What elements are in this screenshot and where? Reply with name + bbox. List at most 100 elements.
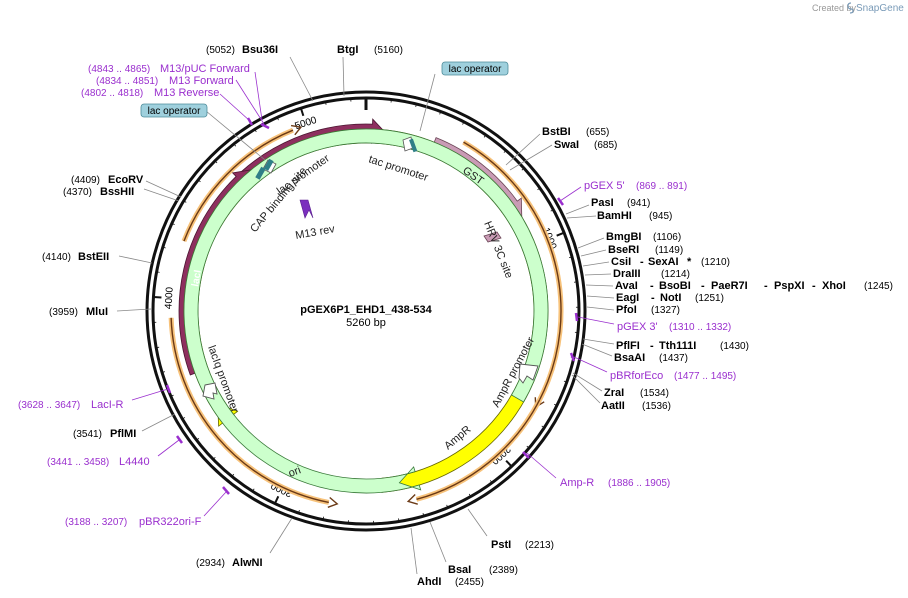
major-tick: [153, 296, 162, 299]
site-csii[interactable]: CsiI - SexAI * (1210): [582, 256, 730, 268]
m13-rev-label: M13 rev: [294, 223, 336, 242]
primer-mark-m13r: [246, 117, 254, 126]
minor-tick: [322, 516, 325, 520]
site-bsshii[interactable]: (4370) BssHII: [63, 186, 180, 202]
site-zrai[interactable]: ZraI (1534): [572, 372, 669, 399]
site-ecorv[interactable]: (4409) EcoRV: [71, 174, 182, 198]
site-bmgbi-name: BmgBI: [606, 231, 641, 243]
site-alwni-name: AlwNI: [232, 557, 263, 569]
primer-ampr[interactable]: Amp-R (1886 .. 1905): [522, 451, 670, 489]
site-bseri[interactable]: BseRI (1149): [580, 244, 683, 257]
primer-pbr322-name: pBR322ori-F: [139, 516, 202, 528]
minor-tick: [468, 493, 472, 497]
site-bsobi-name: BsoBI: [659, 280, 691, 292]
primer-pgex5[interactable]: pGEX 5' (869 .. 891): [556, 180, 687, 206]
hrv-site-label: HRV 3C site: [481, 220, 515, 280]
site-bstbi[interactable]: BstBI (655): [505, 126, 609, 166]
primer-l4440-name: L4440: [119, 456, 150, 468]
tick-label-5000: 5000: [294, 115, 319, 132]
site-ahdi[interactable]: AhdI (2455): [410, 527, 484, 588]
site-eagi[interactable]: EagI - NotI (1251): [586, 292, 724, 304]
site-pflmi[interactable]: (3541) PflMI: [73, 413, 176, 440]
primer-l4440[interactable]: (3441 .. 3458) L4440: [47, 435, 184, 468]
site-avai-sep1: -: [650, 280, 654, 292]
highlight-ampr: [416, 399, 541, 501]
site-bsshii-pos: (4370): [63, 187, 92, 198]
primer-pgex3[interactable]: pGEX 3' (1310 .. 1332): [574, 312, 731, 333]
site-bsu36i[interactable]: (5052) Bsu36I: [206, 44, 314, 102]
site-psti[interactable]: PstI (2213): [467, 508, 554, 551]
site-bsaai-pos: (1437): [659, 353, 688, 364]
site-alwni[interactable]: (2934) AlwNI: [196, 517, 293, 569]
primer-m13-forward[interactable]: (4834 .. 4851) M13 Forward: [96, 75, 265, 125]
site-aatii[interactable]: AatII (1536): [571, 374, 671, 412]
site-draiii[interactable]: DraIII (1214): [584, 268, 690, 280]
backbone-outer: [145, 90, 587, 532]
primer-m13-reverse[interactable]: (4802 .. 4818) M13 Reverse: [81, 87, 251, 122]
site-avai[interactable]: AvaI - BsoBI - PaeR7I - PspXI - XhoI (12…: [585, 280, 893, 292]
highlight-laci: [170, 317, 329, 504]
hrv-site-feature[interactable]: [483, 231, 502, 243]
minor-tick: [550, 209, 554, 212]
primer-pbrforeco[interactable]: pBRforEco (1477 .. 1495): [569, 352, 736, 382]
highlight-ampr-head: [406, 494, 418, 505]
lac-promoter-feature[interactable]: [255, 158, 277, 180]
site-ecorv-name: EcoRV: [108, 174, 144, 186]
laciq-promoter-feature[interactable]: [202, 382, 218, 400]
site-bsteii[interactable]: (4140) BstEII: [42, 251, 153, 264]
major-tick: [299, 107, 305, 117]
highlight-lacza-head: [290, 124, 303, 136]
minor-tick: [503, 150, 507, 153]
lac-operator-top-label: lac operator: [449, 64, 502, 75]
site-mlui[interactable]: (3959) MluI: [49, 306, 152, 318]
site-bsaai[interactable]: BsaAI (1437): [581, 343, 688, 364]
ampr-promoter-feature[interactable]: [518, 363, 539, 384]
site-pasi-name: PasI: [591, 197, 614, 209]
minor-tick: [439, 111, 442, 115]
primer-laci-r[interactable]: (3628 .. 3647) LacI-R: [18, 384, 172, 411]
major-tick: [505, 459, 513, 468]
minor-tick: [197, 179, 201, 183]
site-noti-name: NotI: [660, 292, 681, 304]
site-pfoi-name: PfoI: [616, 304, 637, 316]
minor-tick: [541, 425, 545, 428]
plasmid-size: 5260 bp: [346, 317, 386, 329]
tac-promoter-feature[interactable]: [402, 136, 418, 153]
minor-tick: [171, 222, 175, 225]
site-btgi[interactable]: BtgI (5160): [337, 44, 403, 97]
site-swai[interactable]: SwaI (685): [509, 139, 617, 171]
primer-m13r-name: M13 Reverse: [154, 87, 219, 99]
site-csii-sep: -: [640, 256, 644, 268]
site-pasi-pos: (941): [627, 198, 650, 209]
minor-tick: [196, 437, 200, 441]
primer-mark-m13f: [260, 122, 270, 130]
site-psti-name: PstI: [491, 539, 511, 551]
minor-tick: [563, 380, 567, 383]
site-csii-pos: (1210): [701, 257, 730, 268]
primer-m13puc-pos: (4843 .. 4865): [88, 64, 150, 75]
minor-tick: [276, 117, 279, 121]
site-bsteii-pos: (4140): [42, 252, 71, 263]
site-bseri-pos: (1149): [655, 245, 683, 256]
primer-pgex5-name: pGEX 5': [584, 180, 625, 192]
site-pfoi[interactable]: PfoI (1327): [586, 304, 680, 316]
site-pfoi-pos: (1327): [651, 305, 680, 316]
plasmid-name: pGEX6P1_EHD1_438-534: [300, 304, 432, 316]
m13-rev-feature[interactable]: [299, 199, 314, 219]
site-bamhi[interactable]: BamHI (945): [566, 210, 672, 222]
site-bsai[interactable]: BsaI (2389): [429, 521, 518, 576]
primer-m13-puc-forward[interactable]: (4843 .. 4865) M13/pUC Forward: [88, 63, 263, 121]
minor-tick: [446, 504, 449, 508]
lac-operator-left[interactable]: lac operator: [140, 103, 266, 161]
site-pasi[interactable]: PasI (941): [565, 197, 650, 215]
primer-laci-r-pos: (3628 .. 3647): [18, 400, 80, 411]
primer-l4440-pos: (3441 .. 3458): [47, 457, 109, 468]
primer-pgex3-pos: (1310 .. 1332): [669, 322, 731, 333]
site-bmgbi[interactable]: BmgBI (1106): [577, 231, 681, 249]
site-pflfi[interactable]: PflFI - Tth111I (1430): [582, 338, 749, 352]
site-mlui-pos: (3959): [49, 307, 78, 318]
lac-operator-top[interactable]: lac operator: [419, 61, 509, 132]
primer-pbr322[interactable]: (3188 .. 3207) pBR322ori-F: [65, 486, 230, 528]
snapgene-logo-icon: [847, 2, 854, 14]
